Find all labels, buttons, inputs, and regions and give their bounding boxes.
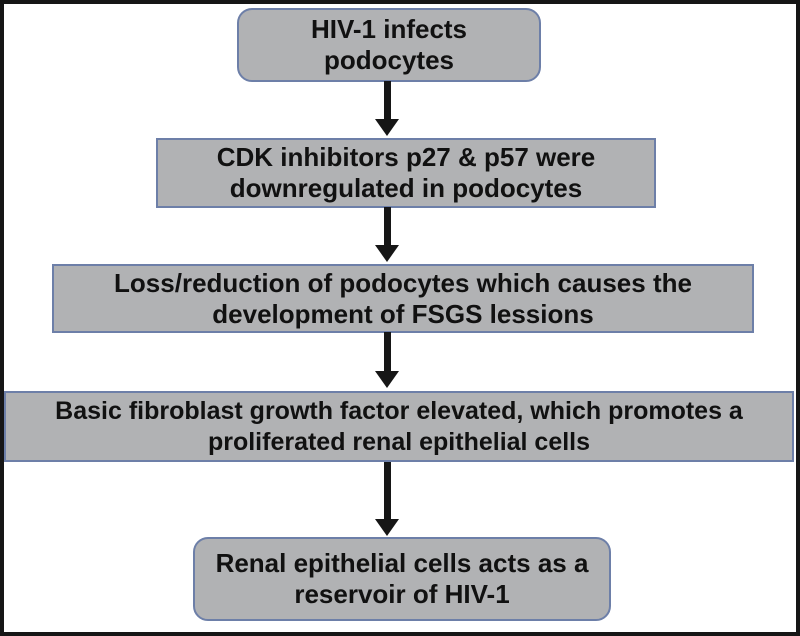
flow-box-line: proliferated renal epithelial cells xyxy=(207,427,591,456)
flow-box-line: podocytes xyxy=(323,45,455,75)
flow-box-line: HIV-1 infects xyxy=(310,14,468,44)
flow-box-line: development of FSGS lessions xyxy=(212,298,594,329)
flow-box-line: Basic fibroblast growth factor elevated,… xyxy=(55,396,743,425)
flow-box-line: CDK inhibitors p27 & p57 were xyxy=(216,142,596,172)
flow-box-line: reservoir of HIV-1 xyxy=(294,579,510,609)
arrow-head-icon xyxy=(375,245,399,262)
arrow-stem xyxy=(383,332,391,371)
down-arrow-3 xyxy=(375,332,399,388)
down-arrow-1 xyxy=(375,81,399,136)
flow-box-hiv-infects-podocytes: HIV-1 infects podocytes xyxy=(237,8,541,82)
down-arrow-2 xyxy=(375,207,399,262)
down-arrow-4 xyxy=(375,462,399,536)
arrow-stem xyxy=(383,207,391,245)
arrow-stem xyxy=(383,462,391,519)
flow-box-renal-reservoir: Renal epithelial cells acts as a reservo… xyxy=(193,537,611,621)
arrow-head-icon xyxy=(375,519,399,536)
arrow-stem xyxy=(383,81,391,119)
flow-box-line: downregulated in podocytes xyxy=(229,173,583,203)
flow-box-podocyte-loss-fsgs: Loss/reduction of podocytes which causes… xyxy=(52,264,754,333)
flow-box-line: Loss/reduction of podocytes which causes… xyxy=(114,267,692,298)
flow-box-bfgf-elevated: Basic fibroblast growth factor elevated,… xyxy=(4,391,794,462)
flow-box-line: Renal epithelial cells acts as a xyxy=(215,548,589,578)
arrow-head-icon xyxy=(375,371,399,388)
arrow-head-icon xyxy=(375,119,399,136)
flow-box-cdk-inhibitors: CDK inhibitors p27 & p57 were downregula… xyxy=(156,138,656,208)
